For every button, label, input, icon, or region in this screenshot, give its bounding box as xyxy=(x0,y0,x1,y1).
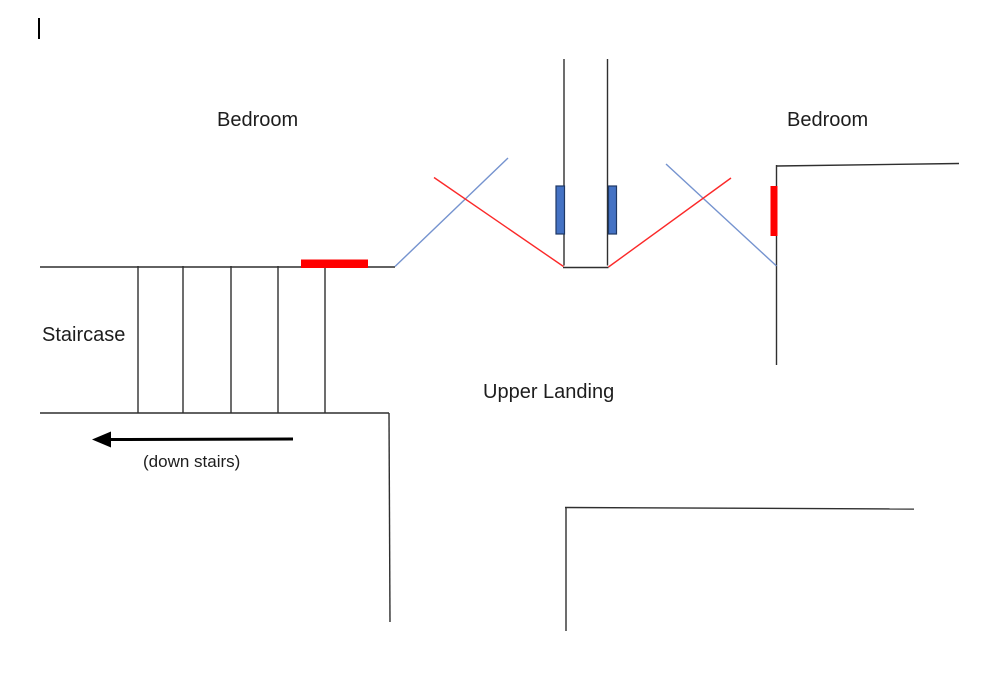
door-swing-blue-left xyxy=(394,157,509,268)
blue-door-marker-left xyxy=(555,185,566,235)
red-door-marker-staircase xyxy=(301,259,368,268)
label-bedroom-left: Bedroom xyxy=(217,109,299,131)
arrow-head-icon xyxy=(92,431,111,448)
label-staircase: Staircase xyxy=(42,324,126,346)
door-swing-blue-right xyxy=(665,163,777,267)
arrow-shaft xyxy=(107,437,294,441)
label-upper-landing: Upper Landing xyxy=(483,381,615,403)
door-swing-red-left xyxy=(433,176,564,268)
right-room-top-wall xyxy=(776,162,960,167)
blue-door-marker-right xyxy=(607,185,618,235)
text-caret xyxy=(38,18,40,39)
door-swing-red-right xyxy=(608,177,732,268)
staircase-outer-wall xyxy=(388,412,391,623)
down-stairs-arrow xyxy=(92,431,294,448)
label-bedroom-right: Bedroom xyxy=(787,109,869,131)
label-down-stairs: (down stairs) xyxy=(143,452,241,471)
lower-room-top-wall xyxy=(564,506,915,510)
red-door-marker-bedroom xyxy=(770,186,778,236)
